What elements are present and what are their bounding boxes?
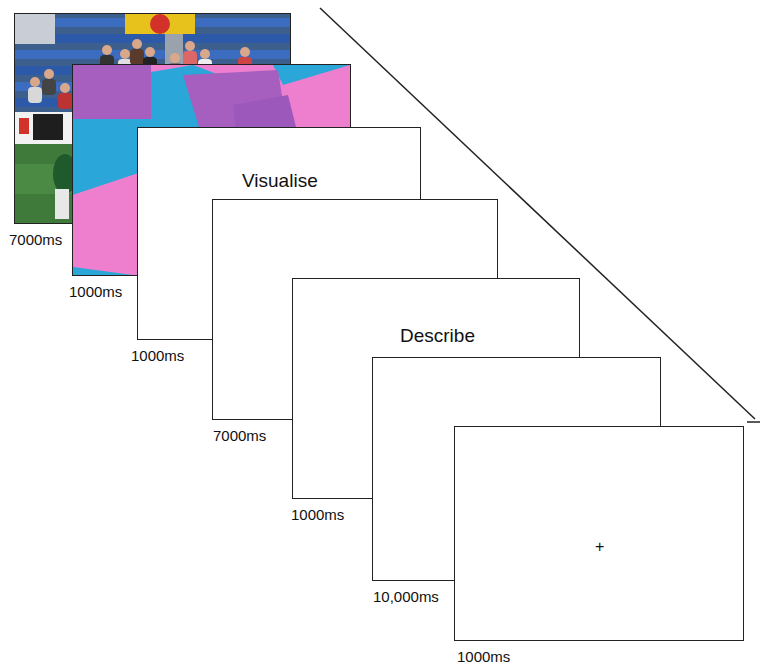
shape (130, 49, 144, 65)
duration-label: 7000ms (9, 231, 62, 248)
shape (28, 87, 42, 103)
shape (273, 65, 350, 85)
shape (30, 77, 40, 87)
shape (240, 47, 250, 57)
shape (73, 175, 133, 265)
shape (33, 114, 63, 140)
shape (170, 53, 180, 63)
duration-label: 1000ms (457, 648, 510, 665)
shape (60, 83, 70, 93)
duration-label: 1000ms (131, 347, 184, 364)
shape (200, 49, 210, 59)
shape (44, 69, 54, 79)
tick-line (747, 421, 760, 423)
shape (73, 267, 133, 275)
duration-label: 1000ms (291, 506, 344, 523)
shape (120, 49, 130, 59)
shape (132, 39, 142, 49)
shape (185, 41, 195, 51)
shape (19, 118, 29, 134)
shape (58, 93, 72, 109)
shape (125, 14, 195, 34)
shape (150, 14, 170, 34)
shape (102, 45, 112, 55)
instruction-text: Visualise (242, 170, 318, 192)
shape (145, 47, 155, 57)
stimulus-frame: +1000ms (454, 426, 744, 641)
shape (73, 65, 151, 119)
shape (15, 14, 55, 44)
shape (55, 189, 69, 219)
duration-label: 10,000ms (373, 588, 439, 605)
duration-label: 7000ms (213, 427, 266, 444)
shape (42, 79, 56, 95)
duration-label: 1000ms (69, 283, 122, 300)
shape (15, 34, 290, 43)
fixation-cross: + (595, 538, 604, 556)
instruction-text: Describe (400, 325, 475, 347)
